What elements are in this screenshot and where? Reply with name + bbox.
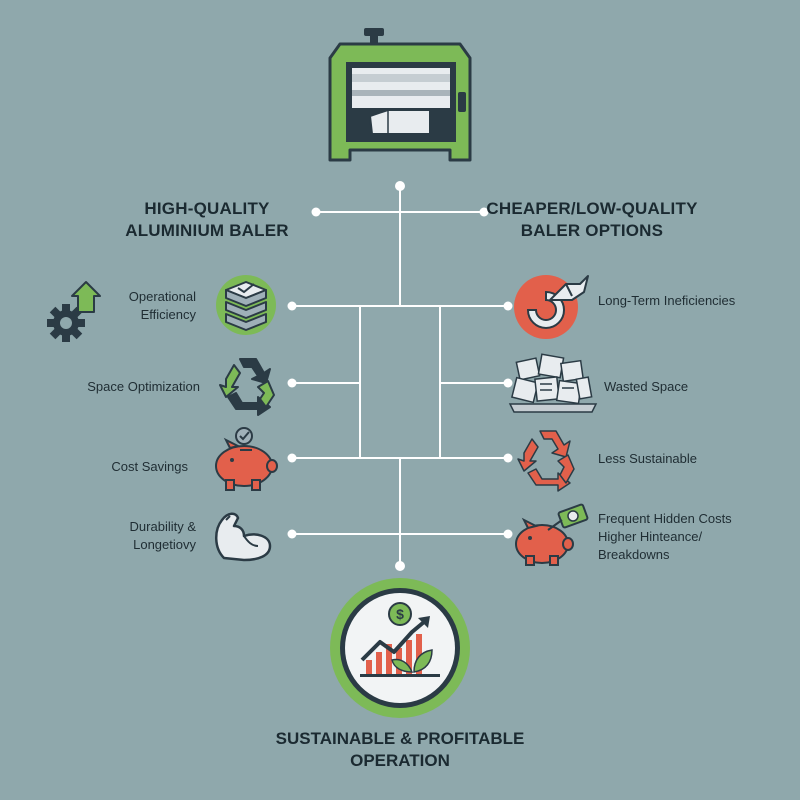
red-recycle-icon xyxy=(517,430,575,492)
right-item-label: Frequent Hidden Costs xyxy=(598,511,732,526)
right-item-label: Less Sustainable xyxy=(598,451,698,466)
left-item-durability: Durability & Longetiovy xyxy=(96,518,196,554)
left-item-label: Durability & xyxy=(129,519,196,534)
left-item-operational-efficiency: Operational Efficiency xyxy=(96,288,196,324)
left-item-label: Efficiency xyxy=(140,307,196,322)
left-item-label: Space Optimization xyxy=(87,379,200,394)
broken-gear-icon xyxy=(514,275,589,339)
left-item-label: Operational xyxy=(128,289,196,304)
svg-text:$: $ xyxy=(396,606,404,622)
bottom-title: SUSTAINABLE & PROFITABLE OPERATION xyxy=(240,728,560,772)
left-item-space-optimization: Space Optimization xyxy=(60,378,200,396)
server-stack-icon xyxy=(216,275,276,335)
left-item-cost-savings: Cost Savings xyxy=(90,458,188,476)
right-item-label: Wasted Space xyxy=(604,379,689,394)
right-item-hidden-costs: Frequent Hidden Costs Higher Hinteance/ … xyxy=(598,510,778,564)
right-item-label: Breakdowns xyxy=(598,547,670,562)
right-item-wasted-space: Wasted Space xyxy=(604,378,744,396)
right-heading-line2: BALER OPTIONS xyxy=(520,221,664,240)
left-item-label: Longetiovy xyxy=(133,537,196,552)
left-heading: HIGH-QUALITY ALUMINIUM BALER xyxy=(112,198,302,242)
right-heading-line1: CHEAPER/LOW-QUALITY xyxy=(486,199,698,218)
baler-machine-icon xyxy=(328,28,472,162)
left-heading-line2: ALUMINIUM BALER xyxy=(125,221,289,240)
right-item-label: Long-Term Ineficiencies xyxy=(598,293,736,308)
paper-pile-icon xyxy=(508,353,598,413)
right-heading: CHEAPER/LOW-QUALITY BALER OPTIONS xyxy=(472,198,712,242)
right-item-less-sustainable: Less Sustainable xyxy=(598,450,758,468)
left-heading-line1: HIGH-QUALITY xyxy=(144,199,270,218)
flexed-arm-icon xyxy=(215,512,272,562)
left-item-label: Cost Savings xyxy=(111,459,188,474)
bottom-title-line2: OPERATION xyxy=(350,751,450,770)
gear-arrow-icon xyxy=(47,281,101,342)
bottom-title-line1: SUSTAINABLE & PROFITABLE xyxy=(275,729,525,748)
right-item-label: Higher Hinteance/ xyxy=(598,529,703,544)
profit-growth-icon: $ xyxy=(330,578,470,718)
right-item-long-term-inefficiencies: Long-Term Ineficiencies xyxy=(598,292,778,310)
piggy-bank-icon xyxy=(215,427,278,491)
recycle-icon xyxy=(219,358,275,416)
piggy-bank-money-icon xyxy=(515,503,589,566)
